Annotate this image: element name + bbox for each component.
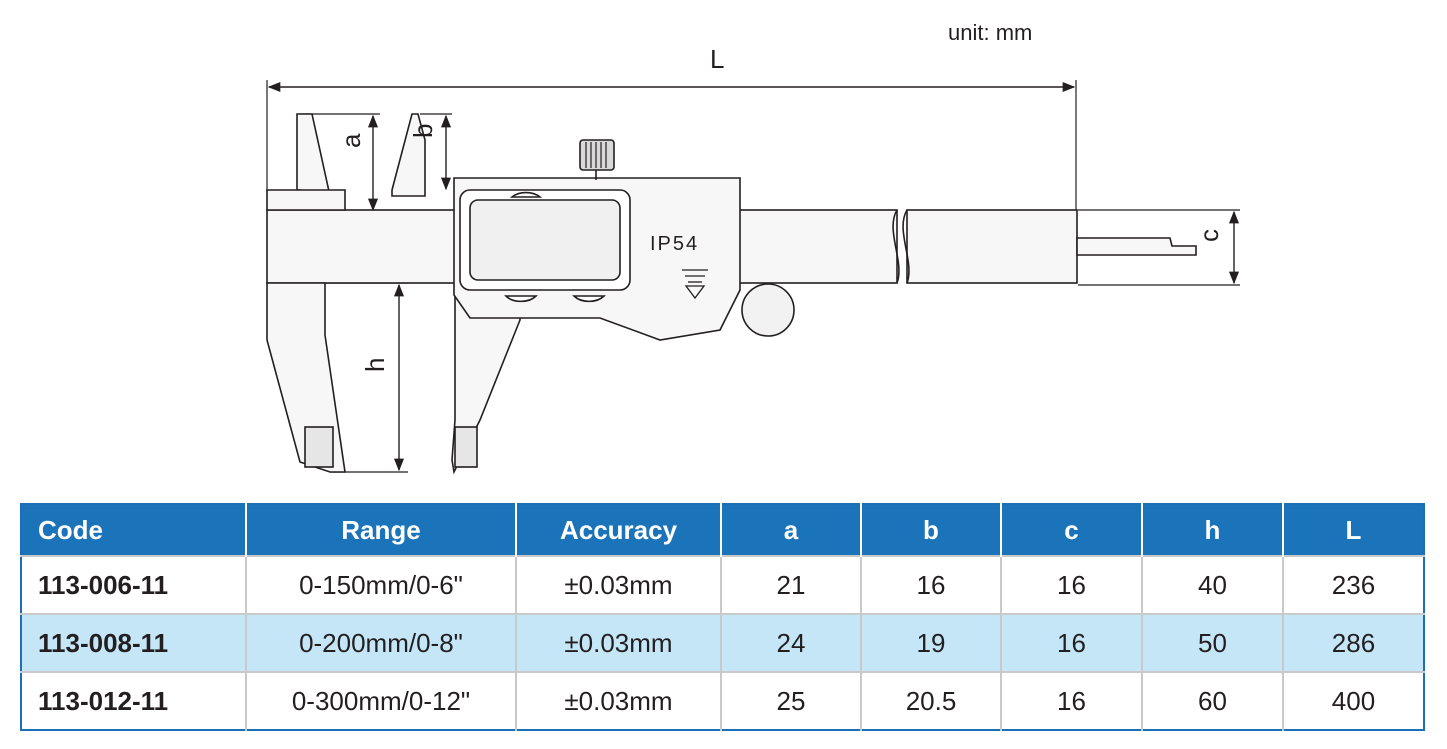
dim-label-b: b [408,124,438,138]
dimension-lines [267,81,1240,472]
header-c: c [1000,504,1142,556]
cell-code: 113-008-11 [21,613,246,672]
cell-code: 113-006-11 [21,555,246,614]
cell-b: 19 [860,613,1001,672]
cell-h: 60 [1141,671,1283,730]
cell-c: 16 [1000,671,1142,730]
cell-range: 0-300mm/0-12" [245,671,516,730]
ip-rating-label: IP54 [650,233,699,255]
thumb-wheel [579,139,615,171]
ip-rating-icon [682,269,708,300]
cell-L: 236 [1282,555,1424,614]
caliper-drawing: IP54 L a b c h [266,44,1240,475]
header-code: Code [21,504,246,556]
cell-accuracy: ±0.03mm [515,613,721,672]
header-accuracy: Accuracy [515,504,721,556]
dim-label-h: h [360,358,390,372]
header-L: L [1282,504,1424,556]
cell-a: 24 [720,613,861,672]
table-row: 113-008-11 0-200mm/0-8" ±0.03mm 24 19 16… [21,613,1424,672]
dim-label-c: c [1194,229,1224,242]
button-left [504,295,538,303]
cell-c: 16 [1000,613,1142,672]
thumb-roller [741,283,795,337]
cell-code: 113-012-11 [21,671,246,730]
header-range: Range [245,504,516,556]
dim-label-L: L [710,44,724,74]
cell-range: 0-150mm/0-6" [245,555,516,614]
main-beam-end [906,209,1078,284]
button-right [572,295,606,303]
caliper-body [266,113,1197,475]
table-row: 113-006-11 0-150mm/0-6" ±0.03mm 21 16 16… [21,555,1424,614]
cell-a: 25 [720,671,861,730]
depth-rod [1076,237,1197,256]
header-h: h [1141,504,1283,556]
cell-c: 16 [1000,555,1142,614]
fixed-lower-jaw [266,282,346,473]
button-top [509,191,543,198]
spec-table: Code Range Accuracy a b c h L 113-006-11… [20,503,1425,731]
cell-L: 400 [1282,671,1424,730]
header-b: b [860,504,1001,556]
beam-break [892,209,910,284]
cell-h: 40 [1141,555,1283,614]
cell-h: 50 [1141,613,1283,672]
cell-accuracy: ±0.03mm [515,671,721,730]
cell-range: 0-200mm/0-8" [245,613,516,672]
unit-label: unit: mm [948,20,1033,45]
dim-label-a: a [336,133,366,148]
knurl-marks [585,142,607,168]
cell-b: 16 [860,555,1001,614]
table-header-row: Code Range Accuracy a b c h L [21,504,1424,556]
cell-accuracy: ±0.03mm [515,555,721,614]
cell-a: 21 [720,555,861,614]
cell-b: 20.5 [860,671,1001,730]
header-a: a [720,504,861,556]
table-row: 113-012-11 0-300mm/0-12" ±0.03mm 25 20.5… [21,671,1424,730]
sliding-upper-jaw [391,113,426,197]
cell-L: 286 [1282,613,1424,672]
